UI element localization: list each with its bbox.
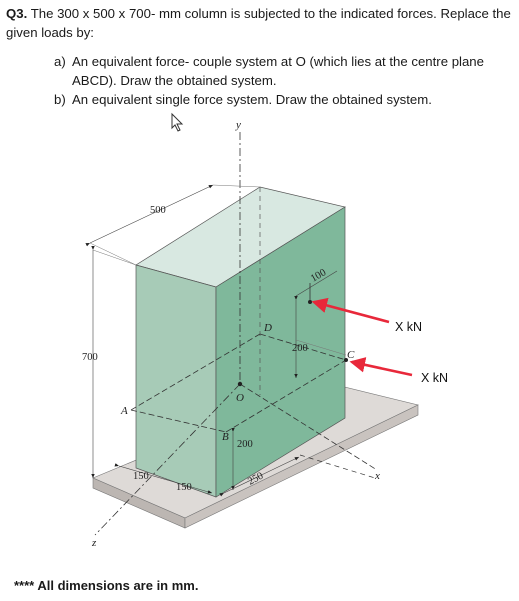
z-axis-line	[94, 383, 241, 536]
part-a: a) An equivalent force- couple system at…	[54, 52, 514, 90]
plane-line-BC	[225, 359, 347, 433]
dim-200-right-label: 200	[292, 343, 308, 354]
dim-500-line	[85, 184, 214, 247]
dim-700-label: 700	[82, 352, 98, 363]
point-A-label: A	[120, 405, 128, 417]
point-B-label: B	[222, 431, 229, 443]
force-2-label: X kN	[421, 371, 448, 385]
force-1-label: X kN	[395, 320, 422, 334]
dim-500-label: 500	[150, 205, 166, 216]
part-b-label: b)	[54, 92, 66, 107]
dim-200-bottom-label: 200	[237, 439, 253, 450]
column-side-face	[215, 206, 346, 498]
plane-line-AB	[130, 409, 227, 433]
dimensions-note: **** All dimensions are in mm.	[14, 578, 199, 593]
point-D-label: D	[263, 322, 272, 334]
plane-line-AD	[130, 333, 261, 411]
point-C-label: C	[347, 349, 355, 361]
question-text: The 300 x 500 x 700- mm column is subjec…	[6, 6, 511, 40]
force-1-point	[308, 300, 312, 304]
plane-line-DC	[259, 333, 347, 361]
axis-z-label: z	[91, 537, 97, 549]
force-1-arrow	[311, 297, 390, 324]
force-2-arrow	[349, 357, 413, 377]
axis-x-label: x	[374, 470, 380, 482]
x-axis-ext	[299, 454, 376, 479]
origin-point	[237, 381, 243, 387]
part-b: b) An equivalent single force system. Dr…	[54, 90, 514, 109]
dim-150-line	[114, 463, 213, 494]
question-stem: Q3. The 300 x 500 x 700- mm column is su…	[6, 4, 514, 42]
column-front-face	[135, 264, 217, 498]
dim-250-line	[219, 456, 300, 497]
part-b-text: An equivalent single force system. Draw …	[72, 92, 432, 107]
question-number: Q3.	[6, 6, 28, 21]
part-a-text: An equivalent force- couple system at O …	[72, 54, 484, 88]
base-plate-side	[184, 404, 419, 529]
dim-150-left-label: 150	[133, 471, 149, 482]
part-a-label: a)	[54, 54, 66, 69]
point-C-dot	[344, 358, 348, 362]
dim-100-line	[295, 270, 338, 297]
axis-y-label: y	[235, 119, 241, 131]
dim-150-right-label: 150	[176, 482, 192, 493]
cursor-icon	[171, 112, 184, 132]
question-parts: a) An equivalent force- couple system at…	[54, 52, 514, 109]
point-O-label: O	[236, 392, 244, 404]
